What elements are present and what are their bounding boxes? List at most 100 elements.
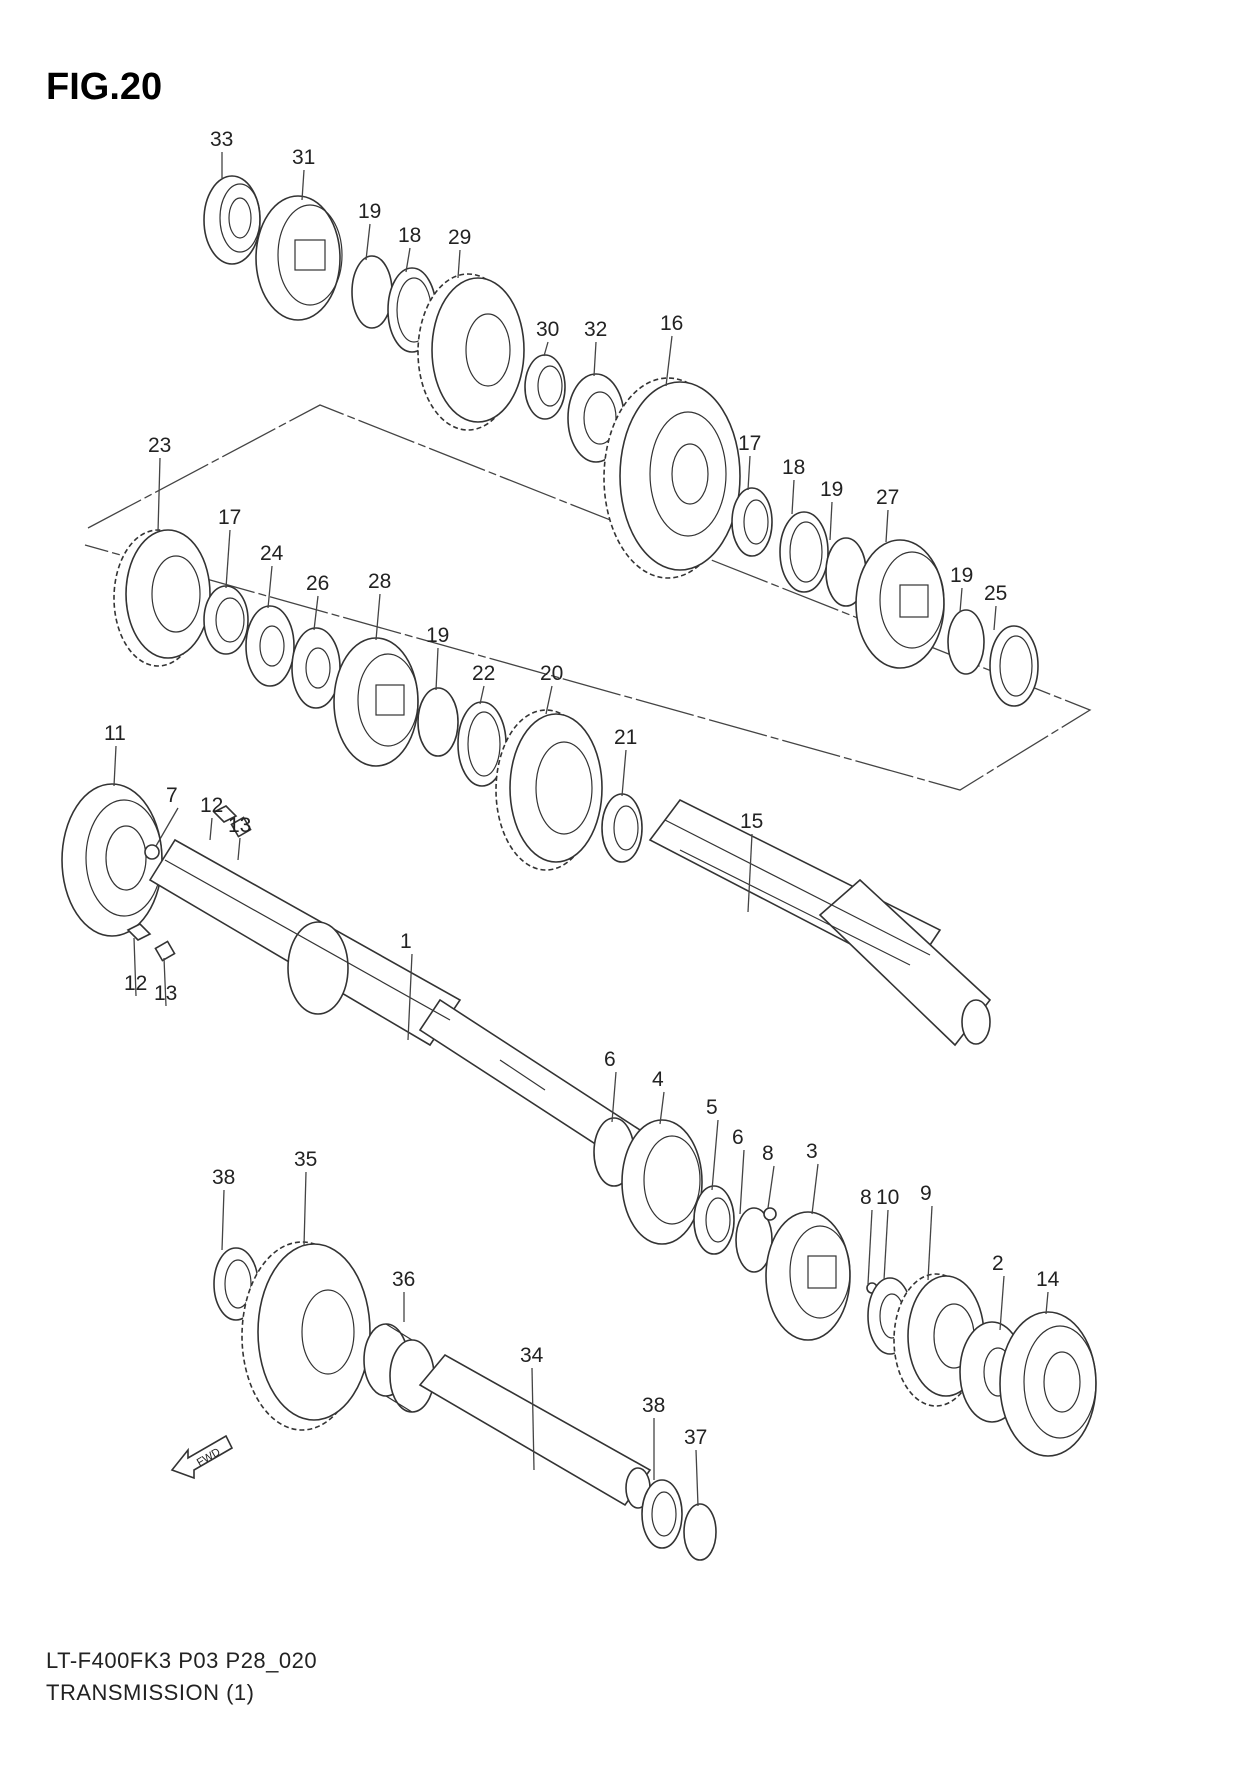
part-26-washer: [291, 627, 341, 709]
callout-4: 4: [652, 1068, 664, 1091]
callout-38: 38: [212, 1166, 235, 1189]
leader-line: [829, 501, 833, 541]
callout-28: 28: [368, 570, 391, 593]
callout-20: 20: [540, 662, 563, 685]
callout-12: 12: [200, 794, 223, 817]
leader-line: [621, 749, 627, 797]
leader-line: [375, 593, 381, 641]
part-19-circlip-top: [351, 255, 393, 329]
callout-11: 11: [104, 722, 126, 745]
leader-line: [457, 249, 461, 279]
leader-line: [163, 957, 167, 1007]
leader-line: [303, 1171, 307, 1247]
leader-line: [665, 335, 673, 387]
callout-6: 6: [732, 1126, 744, 1149]
part-11-bearing: [61, 783, 163, 937]
leader-line: [543, 341, 549, 357]
leader-line: [747, 455, 751, 491]
callout-19: 19: [820, 478, 843, 501]
leader-line: [479, 685, 485, 705]
part-13-screw-bottom: [154, 940, 176, 962]
callout-13: 13: [228, 814, 251, 837]
part-19-circlip-far: [947, 609, 985, 675]
leader-line: [133, 937, 137, 997]
leader-line: [885, 509, 889, 543]
part-13-screw-top: [230, 816, 252, 838]
callout-36: 36: [392, 1268, 415, 1291]
leader-line: [883, 1209, 889, 1281]
part-38-washer-right: [641, 1479, 683, 1549]
fwd-arrow-icon: FWD: [170, 1434, 234, 1480]
leader-line: [1045, 1291, 1049, 1315]
callout-16: 16: [660, 312, 683, 335]
part-4-gear: [621, 1119, 703, 1245]
part-5-bushing: [693, 1185, 735, 1255]
callout-19: 19: [426, 624, 449, 647]
callout-10: 10: [876, 1186, 899, 1209]
leader-line: [993, 605, 997, 631]
callout-34: 34: [520, 1344, 544, 1367]
leader-line: [225, 529, 231, 589]
part-29-gear: [417, 273, 525, 431]
part-17-bushing-right: [731, 487, 773, 557]
assembly-outline: [84, 404, 1092, 791]
part-14-bearing: [999, 1311, 1097, 1457]
callout-17: 17: [738, 432, 761, 455]
leader-line: [739, 1149, 745, 1215]
callout-23: 23: [148, 434, 171, 457]
part-27-gear: [855, 539, 945, 669]
leader-line: [405, 247, 411, 273]
callout-24: 24: [260, 542, 284, 565]
part-22-washer: [457, 701, 507, 787]
leader-line: [747, 833, 753, 913]
leader-line: [767, 1165, 775, 1209]
callout-18: 18: [398, 224, 421, 247]
part-20-gear: [495, 709, 603, 871]
leader-line: [267, 565, 273, 609]
model-code: LT-F400FK3 P03 P28_020: [46, 1648, 318, 1673]
part-24-washer: [245, 605, 295, 687]
part-19-circlip-mid: [417, 687, 459, 757]
callout-14: 14: [1036, 1268, 1060, 1291]
leader-line: [313, 595, 319, 631]
figure-name: TRANSMISSION (1): [46, 1680, 255, 1705]
leader-line: [237, 837, 241, 861]
callout-29: 29: [448, 226, 471, 249]
part-30-bushing: [524, 354, 566, 420]
leader-line: [545, 685, 553, 715]
callout-22: 22: [472, 662, 495, 685]
leader-line: [867, 1209, 873, 1285]
part-7-pin: [144, 844, 160, 860]
part-34-shaft: [418, 1353, 652, 1509]
part-12-washer-top: [212, 805, 238, 823]
callout-12: 12: [124, 972, 147, 995]
leader-line: [611, 1071, 617, 1123]
callout-9: 9: [920, 1182, 932, 1205]
leader-line: [209, 817, 213, 841]
leader-line: [407, 953, 413, 1041]
callout-32: 32: [584, 318, 607, 341]
callout-8: 8: [762, 1142, 774, 1165]
callout-27: 27: [876, 486, 899, 509]
callout-21: 21: [614, 726, 637, 749]
part-28-gear: [333, 637, 419, 767]
leader-line: [531, 1367, 535, 1471]
callout-38: 38: [642, 1394, 665, 1417]
part-6-circlip-right: [735, 1207, 773, 1273]
leader-line: [113, 745, 117, 787]
leader-line: [927, 1205, 933, 1281]
callout-2: 2: [992, 1252, 1004, 1275]
callout-15: 15: [740, 810, 763, 833]
part-18-washer-right: [779, 511, 829, 593]
callout-31: 31: [292, 146, 315, 169]
part-1-mainshaft: [148, 838, 642, 1162]
callout-25: 25: [984, 582, 1007, 605]
leader-line: [959, 587, 963, 613]
callout-1: 1: [400, 930, 412, 953]
part-33-bearing: [203, 175, 261, 265]
callout-13: 13: [154, 982, 177, 1005]
leader-line: [811, 1163, 819, 1215]
fwd-label: FWD: [195, 1446, 223, 1469]
leader-line: [155, 807, 179, 847]
